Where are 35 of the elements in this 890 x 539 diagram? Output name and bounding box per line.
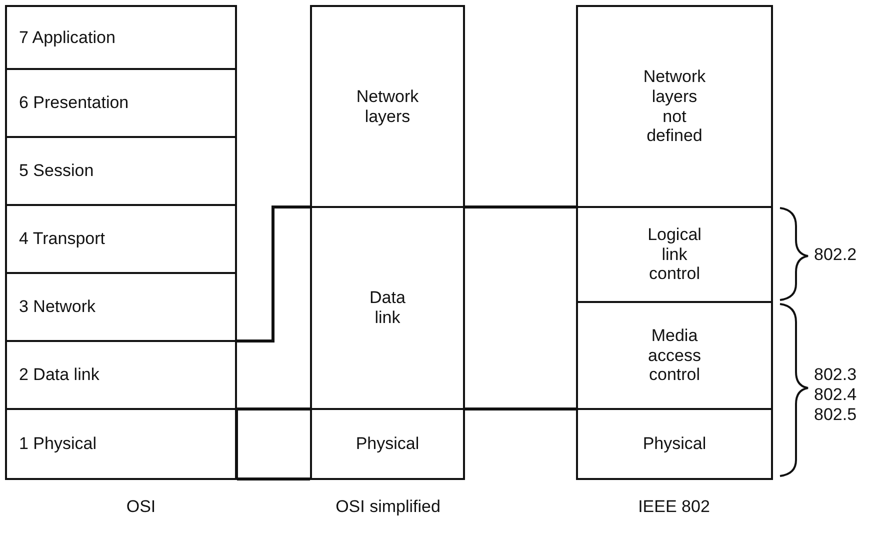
standard-number: 802.5 — [814, 405, 857, 425]
layer-name: 5 Session — [19, 161, 94, 181]
layer-box — [576, 5, 773, 208]
layer-name: 6 Presentation — [19, 93, 129, 113]
layer-name: Network layers not defined — [643, 67, 706, 146]
standard-number: 802.2 — [814, 245, 857, 265]
layer-box — [5, 5, 237, 70]
standard-number: 802.4 — [814, 385, 857, 405]
layer-box — [5, 272, 237, 342]
layer-name: 2 Data link — [19, 365, 100, 385]
layer-box — [5, 340, 237, 410]
layer-box — [576, 408, 773, 480]
layer-name: Data link — [370, 288, 406, 328]
layer-name: Logical link control — [648, 225, 702, 284]
layer-box — [310, 206, 465, 410]
layer-name: 4 Transport — [19, 229, 105, 249]
layer-name: Media access control — [648, 326, 701, 385]
column-caption: OSI — [125, 497, 157, 517]
layer-name: 3 Network — [19, 297, 96, 317]
column-caption: OSI simplified — [334, 497, 442, 517]
column-caption: IEEE 802 — [637, 497, 711, 517]
layer-box — [5, 68, 237, 138]
layer-box — [5, 408, 237, 480]
layer-box — [310, 408, 465, 480]
standard-number: 802.3 — [814, 365, 857, 385]
layer-box — [576, 206, 773, 303]
layer-box — [5, 136, 237, 206]
layer-box — [310, 5, 465, 208]
layer-name: Physical — [356, 434, 420, 454]
layer-name: Physical — [642, 434, 706, 454]
layer-name: Network layers — [356, 86, 419, 126]
layer-name: 7 Application — [19, 28, 116, 48]
layer-box — [5, 204, 237, 274]
layer-box — [576, 301, 773, 410]
layer-name: 1 Physical — [19, 434, 96, 454]
